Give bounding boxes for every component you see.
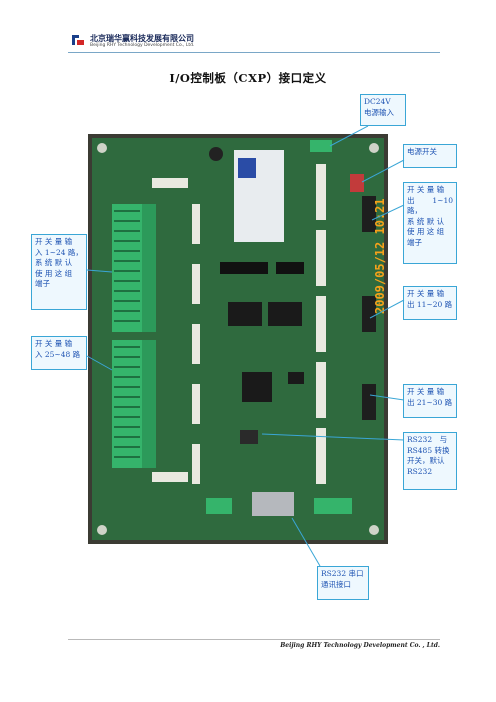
date-stamp: 2009/05/12 10:21: [373, 198, 387, 314]
callout-output-11-20: 开 关 量 输 出 11~20 路: [403, 286, 457, 320]
footer-company: Beijing RHY Technology Development Co. ,…: [280, 642, 440, 649]
callout-line: RS232 串口: [321, 569, 364, 578]
callout-input-1-24: 开 关 量 输 入 1~24 路， 系 统 默 认 使 用 这 组 端子: [31, 234, 87, 310]
callout-line: RS232: [407, 466, 433, 476]
callout-line: 通讯接口: [321, 579, 351, 589]
callout-dc24v-power-input: DC24V 电源输入: [360, 94, 406, 126]
callout-line: 出 11~20 路: [407, 299, 453, 309]
callout-line: 开关，默认: [407, 456, 445, 465]
callout-line: 电源开关: [407, 147, 437, 156]
header-divider: [68, 52, 440, 53]
document-title: I/O控制板（CXP）接口定义: [169, 71, 327, 85]
callout-power-switch: 电源开关: [403, 144, 457, 168]
callout-line: 端子: [407, 237, 422, 247]
callout-rs232-serial-port: RS232 串口 通讯接口: [317, 566, 369, 600]
callout-line: 电源输入: [364, 107, 394, 117]
callout-line: 开 关 量 输: [35, 339, 73, 348]
callout-line: 开 关 量 输: [35, 237, 73, 246]
io-board-photo: 2009/05/12 10:21: [88, 134, 388, 544]
callout-line: 系 统 默 认: [407, 216, 445, 226]
callout-line: 系 统 默 认: [35, 258, 73, 267]
callout-output-21-30: 开 关 量 输 出 21~30 路: [403, 384, 457, 418]
callout-line: 入 25~48 路: [35, 349, 81, 359]
callout-line: 出 1~10 路，: [407, 195, 453, 216]
callout-line: DC24V: [364, 97, 391, 106]
footer-divider: [68, 639, 440, 640]
callout-line: RS485 转换: [407, 445, 450, 455]
callout-line: 使 用 这 组: [407, 227, 445, 236]
callout-line: 开 关 量 输: [407, 289, 445, 298]
callout-line: 开 关 量 输: [407, 185, 445, 194]
callout-input-25-48: 开 关 量 输 入 25~48 路: [31, 336, 87, 370]
company-name-en: Beijing RHY Technology Development Co., …: [90, 43, 195, 48]
dcdc-module: [234, 150, 284, 242]
callout-output-1-10: 开 关 量 输 出 1~10 路， 系 统 默 认 使 用 这 组 端子: [403, 182, 457, 264]
callout-line: 端子: [35, 279, 50, 288]
callout-line: RS232 与: [407, 435, 448, 444]
callout-line: 使 用 这 组: [35, 268, 73, 278]
callout-line: 出 21~30 路: [407, 397, 453, 407]
company-name-cn: 北京瑞华赢科技发展有限公司: [90, 34, 194, 43]
callout-line: 开 关 量 输: [407, 387, 445, 396]
callout-rs232-rs485-switch: RS232 与 RS485 转换 开关，默认 RS232: [403, 432, 457, 490]
company-logo-icon: [70, 33, 86, 47]
callout-line: 入 1~24 路，: [35, 247, 83, 257]
